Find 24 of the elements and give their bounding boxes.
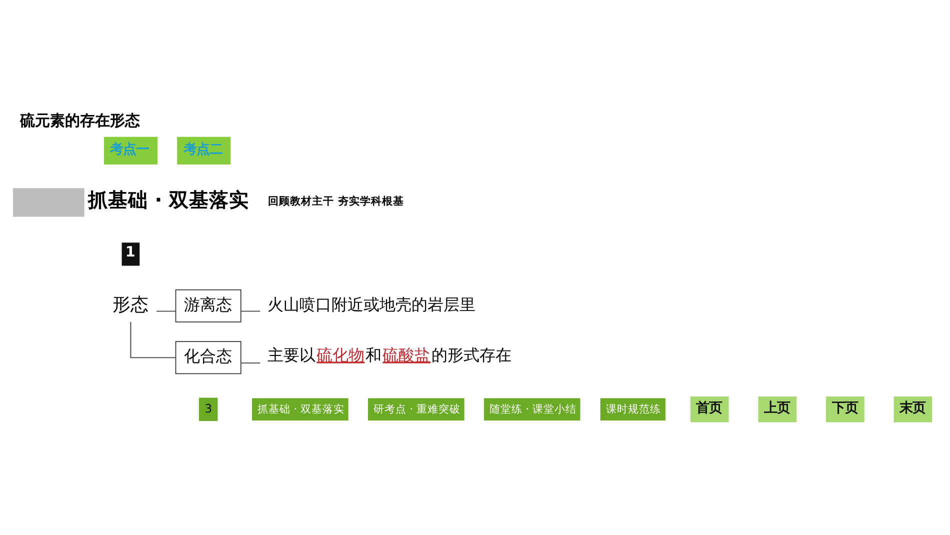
node-box: 游离态 bbox=[175, 288, 242, 322]
label: 课时规范练 bbox=[606, 402, 662, 416]
connector bbox=[241, 362, 260, 364]
label: 随堂练 · 课堂小结 bbox=[489, 402, 576, 416]
label: 抓基础 · 双基落实 bbox=[257, 402, 345, 416]
label: 1 bbox=[125, 244, 136, 260]
label: 末页 bbox=[900, 400, 926, 416]
label: 考点一 bbox=[110, 142, 150, 157]
diagram-title: 硫元素的存在形态 bbox=[20, 110, 140, 129]
label: 下页 bbox=[832, 400, 858, 416]
connector bbox=[241, 310, 260, 312]
label: 考点二 bbox=[183, 142, 222, 157]
node-box: 化合态 bbox=[175, 340, 242, 374]
label: 回顾教材主干 夯实学科根基 bbox=[268, 194, 404, 207]
label: 抓基础 · 双基落实 bbox=[88, 188, 249, 212]
label: 首页 bbox=[696, 400, 722, 416]
label: 研考点 · 重难突破 bbox=[373, 402, 461, 416]
label: 3 bbox=[204, 400, 212, 415]
node-text: 形态 bbox=[112, 294, 148, 314]
connector bbox=[156, 310, 176, 312]
connector bbox=[130, 322, 176, 358]
label: 上页 bbox=[764, 400, 790, 416]
node-text: 主要以硫化物和硫酸盐的形式存在 bbox=[268, 347, 512, 364]
node-text: 火山喷口附近或地壳的岩层里 bbox=[268, 296, 476, 314]
